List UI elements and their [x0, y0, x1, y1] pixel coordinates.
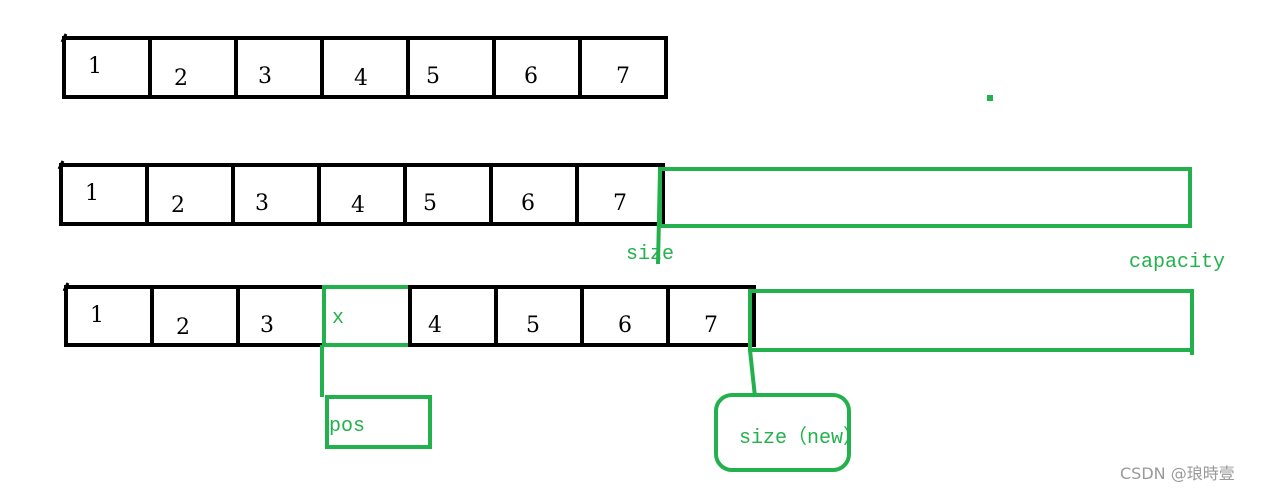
capacity-label: capacity	[1129, 251, 1225, 274]
array-with-capacity: 1 2 3 4 5 6 7	[57, 160, 665, 226]
cell-value: 1	[85, 181, 99, 206]
cell-value: 7	[616, 64, 630, 89]
array-cell	[64, 285, 154, 347]
size-new-box	[714, 393, 851, 472]
array-cell	[145, 163, 235, 226]
capacity-region	[658, 167, 1192, 228]
cell-value: 2	[176, 315, 190, 340]
inserted-value: x	[332, 307, 344, 330]
cell-value: 6	[618, 313, 632, 338]
cell-value: 3	[258, 64, 272, 89]
array-cell	[408, 285, 498, 347]
array-cell	[666, 285, 756, 347]
corner-mark	[62, 282, 70, 292]
cell-value: 3	[255, 191, 269, 216]
watermark: CSDN @琅時壹	[1120, 464, 1235, 483]
cell-value: 1	[90, 303, 104, 328]
cell-value: 1	[88, 54, 102, 79]
size-pointer	[656, 169, 662, 265]
array-cell	[150, 285, 240, 347]
capacity-region-new	[748, 289, 1194, 352]
green-dot	[987, 95, 993, 101]
array-cell	[148, 36, 238, 99]
pos-label: pos	[329, 415, 365, 438]
cell-value: 3	[260, 313, 274, 338]
cell-value: 5	[526, 313, 540, 338]
cell-value: 6	[521, 191, 535, 216]
array-cell	[236, 285, 326, 347]
size-new-pointer	[748, 349, 757, 398]
array-cell	[403, 163, 493, 226]
size-new-label: size（new）	[739, 425, 863, 450]
cell-value: 4	[351, 193, 365, 218]
cell-value: 6	[524, 64, 538, 89]
cell-value: 7	[704, 313, 718, 338]
cell-value: 5	[426, 64, 440, 89]
original-array: 1 2 3 4 5 6 7	[60, 33, 668, 99]
array-cell	[59, 163, 149, 226]
array-cell	[234, 36, 324, 99]
cell-value: 5	[423, 191, 437, 216]
array-after-insert: 1 2 3 x 4 5 6 7	[62, 282, 756, 347]
pos-box	[325, 395, 432, 449]
array-cell	[231, 163, 321, 226]
size-label: size	[626, 243, 674, 266]
array-cell	[578, 36, 668, 99]
cell-value: 4	[428, 313, 442, 338]
array-cell	[406, 36, 496, 99]
cell-value: 2	[171, 193, 185, 218]
cell-value: 2	[174, 66, 188, 91]
cell-value: 4	[354, 66, 368, 91]
array-cell	[62, 36, 152, 99]
cell-value: 7	[613, 191, 627, 216]
array-cell	[575, 163, 665, 226]
corner-mark	[57, 160, 65, 170]
corner-mark	[60, 33, 68, 43]
